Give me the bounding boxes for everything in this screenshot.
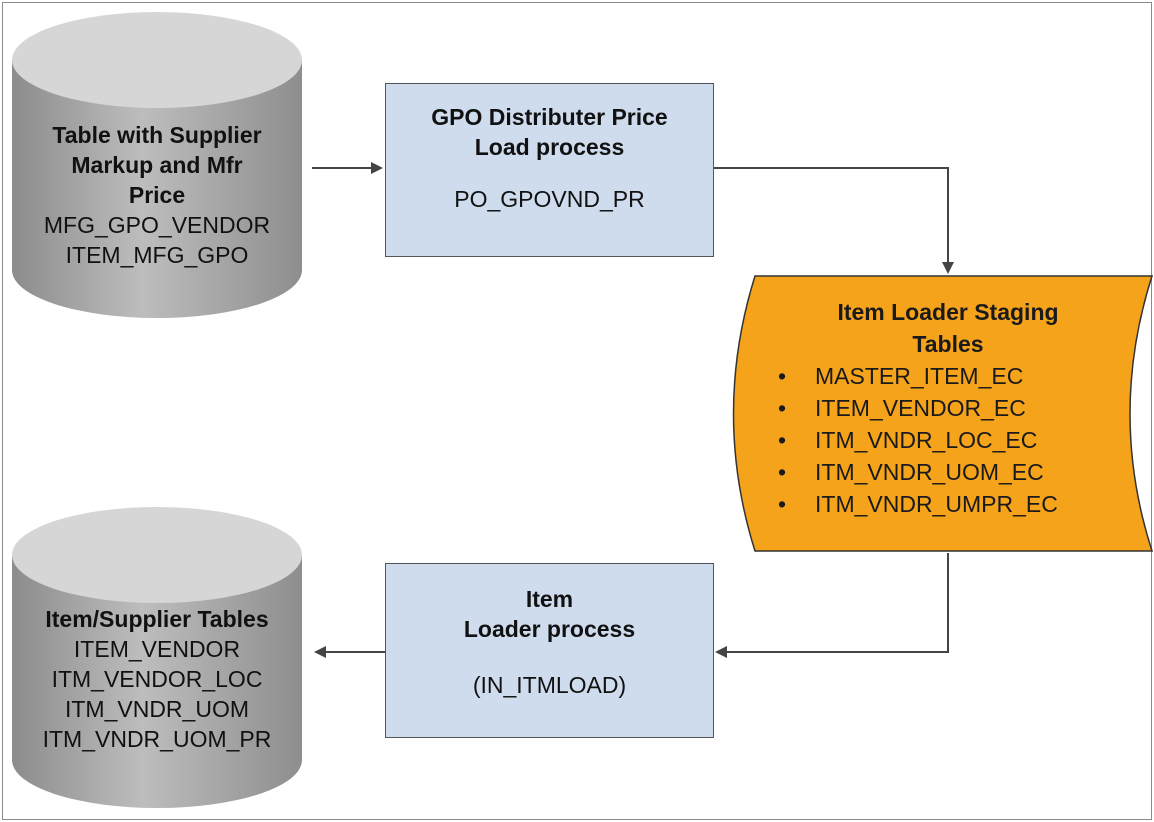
item-loader-process-box: Item Loader process (IN_ITMLOAD) xyxy=(385,563,714,738)
bullet-icon: • xyxy=(778,459,787,485)
staging-tables-label: Item Loader Staging Tables • MASTER_ITEM… xyxy=(758,296,1138,520)
bullet-icon: • xyxy=(778,395,787,421)
item-loader-code: (IN_ITMLOAD) xyxy=(472,672,627,698)
arrow-gpo-to-staging xyxy=(714,167,954,274)
staging-title-line-1: Item Loader Staging xyxy=(837,299,1059,325)
item-supplier-table-2: ITM_VENDOR_LOC xyxy=(51,666,263,692)
bullet-icon: • xyxy=(778,363,787,389)
staging-list-item: • ITM_VNDR_UMPR_EC xyxy=(758,488,1138,520)
supplier-table-label: Table with Supplier Markup and Mfr Price… xyxy=(12,120,302,270)
staging-item-4: ITM_VNDR_UOM_EC xyxy=(815,459,1044,485)
item-loader-title-line-1: Item xyxy=(525,586,574,612)
supplier-table-title-line-2: Markup and Mfr xyxy=(71,152,243,178)
staging-title-line-2: Tables xyxy=(912,331,984,357)
item-supplier-cylinder xyxy=(12,507,302,808)
item-supplier-label: Item/Supplier Tables ITEM_VENDOR ITM_VEN… xyxy=(12,604,302,754)
staging-tables-shape xyxy=(732,275,1154,552)
staging-item-5: ITM_VNDR_UMPR_EC xyxy=(815,491,1058,517)
staging-list-item: • ITM_VNDR_LOC_EC xyxy=(758,424,1138,456)
supplier-table-name-2: ITEM_MFG_GPO xyxy=(65,242,249,268)
bullet-icon: • xyxy=(778,491,787,517)
arrow-staging-to-item-loader xyxy=(715,553,949,658)
supplier-table-name-1: MFG_GPO_VENDOR xyxy=(43,212,271,238)
item-supplier-table-4: ITM_VNDR_UOM_PR xyxy=(42,726,272,752)
staging-item-1: MASTER_ITEM_EC xyxy=(815,363,1024,389)
supplier-table-cylinder xyxy=(12,12,302,318)
staging-item-3: ITM_VNDR_LOC_EC xyxy=(815,427,1038,453)
staging-list-item: • ITEM_VENDOR_EC xyxy=(758,392,1138,424)
supplier-table-title-line-1: Table with Supplier xyxy=(52,122,262,148)
staging-list-item: • ITM_VNDR_UOM_EC xyxy=(758,456,1138,488)
gpo-process-title-line-1: GPO Distributer Price xyxy=(431,104,668,130)
item-supplier-title: Item/Supplier Tables xyxy=(45,606,269,632)
item-supplier-table-1: ITEM_VENDOR xyxy=(73,636,241,662)
supplier-table-title-line-3: Price xyxy=(128,182,186,208)
gpo-process-title-line-2: Load process xyxy=(474,134,625,160)
gpo-price-load-process-box: GPO Distributer Price Load process PO_GP… xyxy=(385,83,714,257)
bullet-icon: • xyxy=(778,427,787,453)
item-loader-title-line-2: Loader process xyxy=(463,616,636,642)
staging-list-item: • MASTER_ITEM_EC xyxy=(758,360,1138,392)
staging-item-2: ITEM_VENDOR_EC xyxy=(815,395,1026,421)
gpo-process-code: PO_GPOVND_PR xyxy=(454,186,645,212)
item-supplier-table-3: ITM_VNDR_UOM xyxy=(64,696,249,722)
